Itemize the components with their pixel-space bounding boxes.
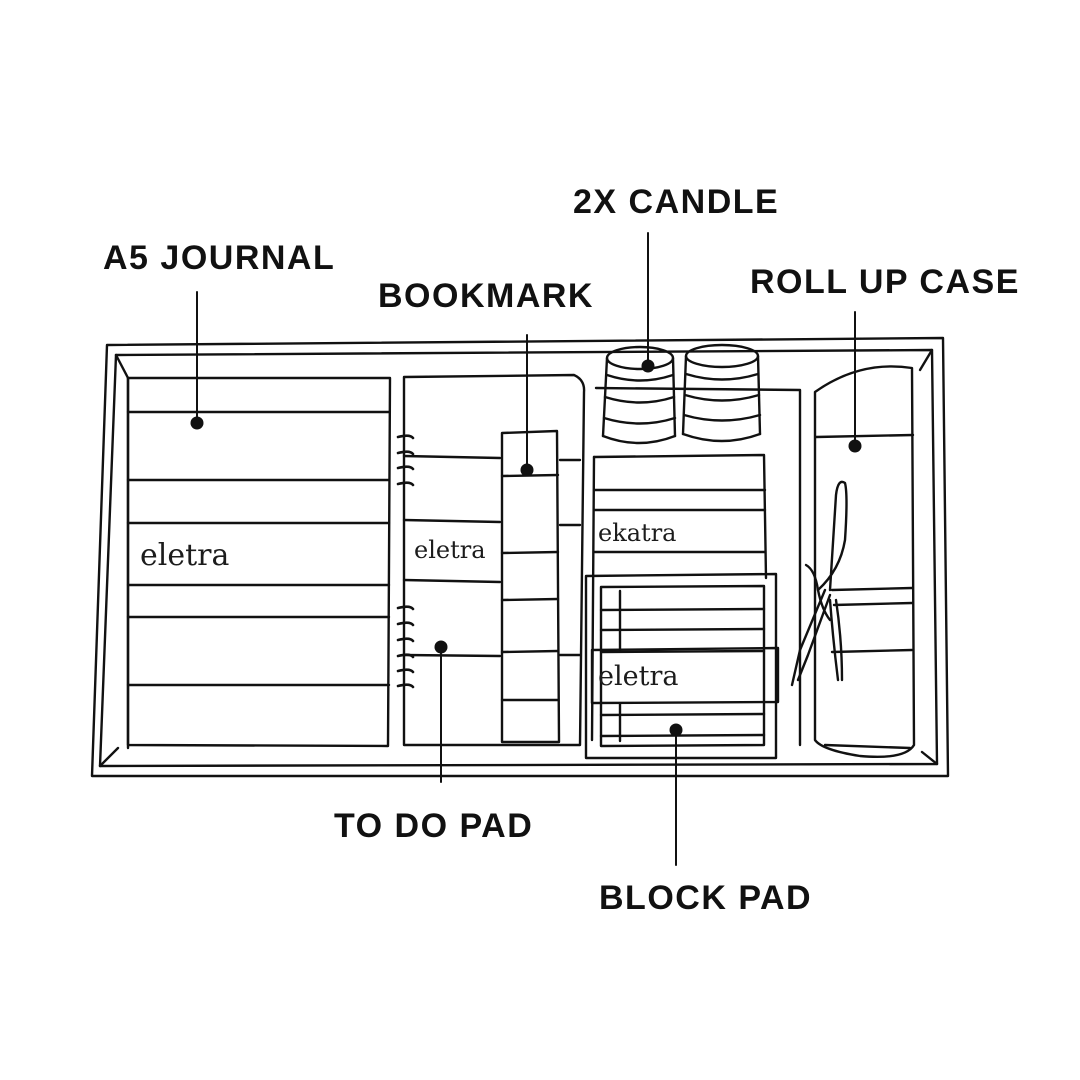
to-do-pad-drawing	[396, 373, 586, 747]
blockpad-dot	[669, 723, 683, 737]
rollup-dot	[848, 439, 862, 453]
journal-label: A5 JOURNAL	[103, 239, 336, 277]
candle-right-drawing	[681, 343, 762, 443]
candle-dot	[641, 359, 655, 373]
candle-left-drawing	[601, 345, 677, 445]
todo-brand: eletra	[414, 536, 486, 564]
journal-brand: eletra	[140, 538, 229, 573]
blockpad-brand: eletra	[598, 661, 678, 692]
roll-up-case-drawing	[790, 365, 916, 759]
a5-journal-drawing	[126, 376, 392, 748]
back-panel	[594, 386, 802, 747]
leader-lines	[196, 232, 856, 866]
journal-dot	[190, 416, 204, 430]
blockpad-label: BLOCK PAD	[599, 879, 813, 917]
ekatra-pad-drawing	[590, 453, 768, 742]
bookmark-drawing	[500, 429, 582, 744]
todo-label: TO DO PAD	[334, 807, 534, 845]
todo-dot	[434, 640, 448, 654]
block-pad-drawing	[584, 572, 780, 760]
middle-pad-brand: ekatra	[598, 519, 676, 547]
spiral-rings	[396, 434, 415, 689]
brand-marks: eletra eletra ekatra eletra	[140, 519, 678, 692]
rollup-label: ROLL UP CASE	[750, 263, 1020, 301]
candle-label: 2X CANDLE	[573, 183, 780, 221]
bookmark-dot	[520, 463, 534, 477]
bookmark-label: BOOKMARK	[378, 277, 594, 315]
leader-dots	[190, 359, 862, 737]
